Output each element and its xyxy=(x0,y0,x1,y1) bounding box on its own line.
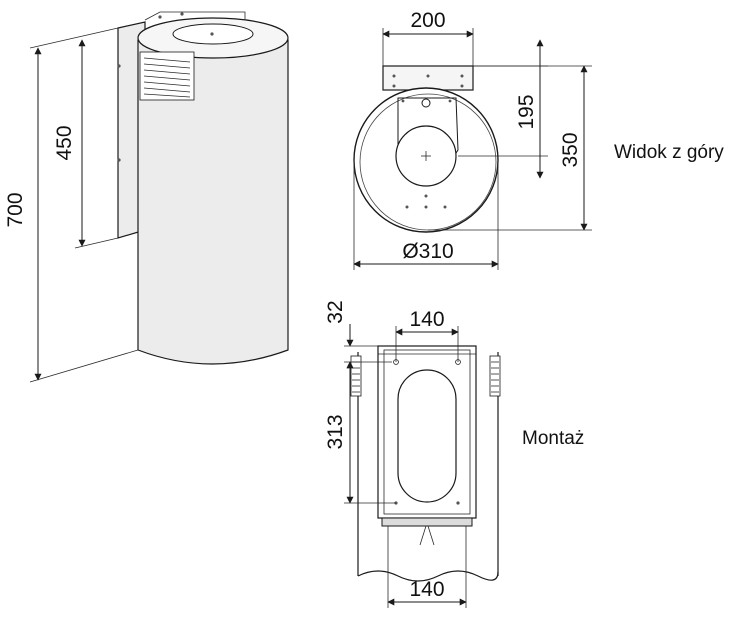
label-310: Ø310 xyxy=(402,240,453,263)
cut-edge xyxy=(357,570,499,582)
top-view: 200 195 350 Ø310 Widok z góry xyxy=(353,9,724,270)
label-200: 200 xyxy=(410,9,445,32)
top-view-bracket xyxy=(382,65,474,91)
vent-right xyxy=(489,355,501,397)
side-view: 700 450 xyxy=(4,11,289,383)
caption-top-view: Widok z góry xyxy=(614,142,724,163)
label-32: 32 xyxy=(324,300,347,323)
caption-mounting: Montaż xyxy=(522,428,584,449)
vent-grille xyxy=(139,51,195,101)
label-450: 450 xyxy=(53,125,76,160)
label-140-bottom: 140 xyxy=(409,578,444,601)
label-350: 350 xyxy=(559,132,582,167)
mounting-view: 32 140 313 140 Montaż xyxy=(324,300,584,608)
label-700: 700 xyxy=(4,192,27,227)
oval-cutout xyxy=(397,369,457,503)
label-195: 195 xyxy=(515,94,538,129)
top-bracket xyxy=(144,11,246,21)
label-140-top: 140 xyxy=(409,308,444,331)
label-313: 313 xyxy=(324,414,347,449)
